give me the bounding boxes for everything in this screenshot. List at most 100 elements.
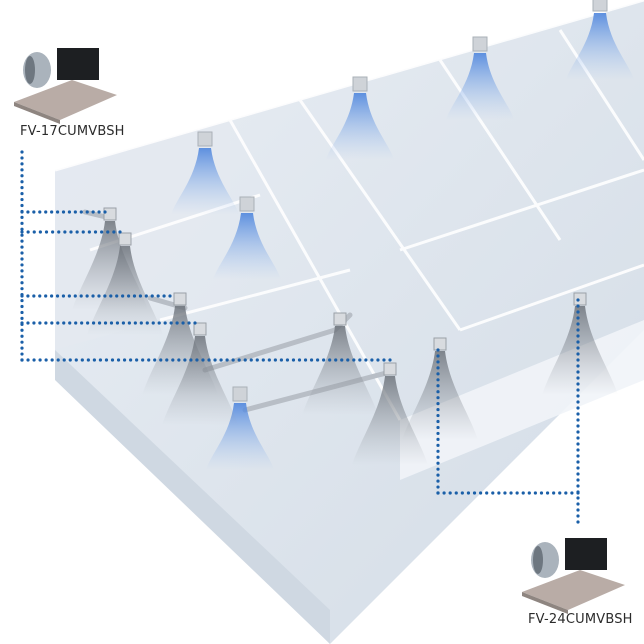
connector-dot <box>20 334 24 338</box>
connector-dot <box>98 358 103 362</box>
connector-dot <box>521 491 525 495</box>
connector-dot <box>20 310 24 315</box>
connector-dot <box>62 321 66 325</box>
connector-dot <box>73 294 77 298</box>
connector-dot <box>50 321 54 325</box>
connector-dot <box>20 245 24 249</box>
connector-dot <box>436 437 440 441</box>
connector-dot <box>26 294 30 298</box>
connector-dot <box>118 230 122 234</box>
ceiling-unit <box>173 292 187 306</box>
connector-dot <box>110 358 115 362</box>
ceiling-unit <box>352 76 368 92</box>
connector-dot <box>20 233 24 237</box>
connector-dot <box>67 210 72 214</box>
connector-dot <box>382 358 386 362</box>
connector-dot <box>20 298 24 303</box>
connector-dot <box>85 294 89 298</box>
connector-dot <box>50 358 54 362</box>
connector-dot <box>44 294 48 298</box>
connector-dot <box>93 230 98 234</box>
connector-dot <box>20 230 24 234</box>
connector-dot <box>20 215 24 219</box>
connector-dot <box>576 490 580 494</box>
connector-dot <box>163 321 167 325</box>
connector-dot <box>20 304 24 309</box>
connector-dot <box>219 358 223 362</box>
supply-airflow <box>326 93 394 160</box>
connector-dot <box>26 210 30 214</box>
connector-dot <box>20 269 24 273</box>
connector-dot <box>103 321 108 325</box>
connector-dot <box>515 491 519 495</box>
connector-dot <box>576 484 580 488</box>
connector-dot <box>85 210 89 214</box>
connector-dot <box>103 210 107 214</box>
ceiling-unit <box>333 312 347 326</box>
connector-dot <box>249 358 253 362</box>
connector-dot <box>388 358 392 362</box>
connector-dot <box>576 406 580 410</box>
ceiling-unit <box>118 232 132 246</box>
exhaust-airflow <box>542 306 618 395</box>
connector-dot <box>116 358 121 362</box>
connector-dot <box>44 230 49 234</box>
exhaust-airflow <box>162 336 238 425</box>
connector-dot <box>570 491 574 495</box>
connector-dot <box>74 358 78 362</box>
connector-dot <box>436 485 440 489</box>
front-slab-edge <box>55 350 330 644</box>
ceiling-unit <box>193 322 207 336</box>
connector-dot <box>20 239 24 243</box>
connector-dot <box>436 396 440 400</box>
connector-dot <box>436 443 440 447</box>
supply-airflow <box>213 213 281 280</box>
connector-dot <box>454 491 458 495</box>
connector-dot <box>442 491 446 495</box>
connector-dot <box>133 321 137 325</box>
connector-dot <box>539 491 544 495</box>
connector-dot <box>169 321 173 325</box>
connector-dot <box>20 192 24 196</box>
connector-dot <box>576 454 580 458</box>
connector-dot <box>20 316 24 320</box>
connector-dot <box>448 491 452 495</box>
connector-dot <box>175 321 179 325</box>
connector-dot <box>73 210 77 214</box>
connector-dot <box>193 321 197 325</box>
exhaust-airflow <box>87 246 163 335</box>
connector-dot <box>564 491 568 495</box>
connector-dot <box>20 162 24 166</box>
connector-dot <box>20 186 24 190</box>
connector-dot <box>132 294 137 298</box>
connector-dot <box>139 321 143 325</box>
connector-dot <box>576 472 580 476</box>
connector-dot <box>189 358 193 362</box>
connector-dot <box>127 321 131 325</box>
connector-dot <box>165 358 169 362</box>
connector-dot <box>20 227 24 231</box>
connector-dot <box>86 321 90 325</box>
connector-dot <box>436 431 440 436</box>
connector-dot <box>576 514 580 518</box>
connector-dot <box>201 358 205 362</box>
connector-dot <box>322 358 326 362</box>
connector-dot <box>32 358 36 362</box>
ceiling-unit <box>197 131 213 147</box>
connector-dot <box>436 402 440 406</box>
connector-dot <box>92 358 96 362</box>
connector-dot <box>103 294 107 298</box>
connector-dot <box>109 321 114 325</box>
connector-dot <box>20 275 24 279</box>
connector-dot <box>20 203 24 208</box>
connector-dot <box>156 294 160 298</box>
connector-dot <box>20 251 24 255</box>
connector-dot <box>576 388 580 392</box>
connector-dot <box>20 294 24 298</box>
connector-dot <box>479 491 483 495</box>
connector-dot <box>100 230 104 234</box>
connector-dot <box>309 358 314 362</box>
connector-dot <box>195 358 199 362</box>
connector-dot <box>576 520 580 524</box>
